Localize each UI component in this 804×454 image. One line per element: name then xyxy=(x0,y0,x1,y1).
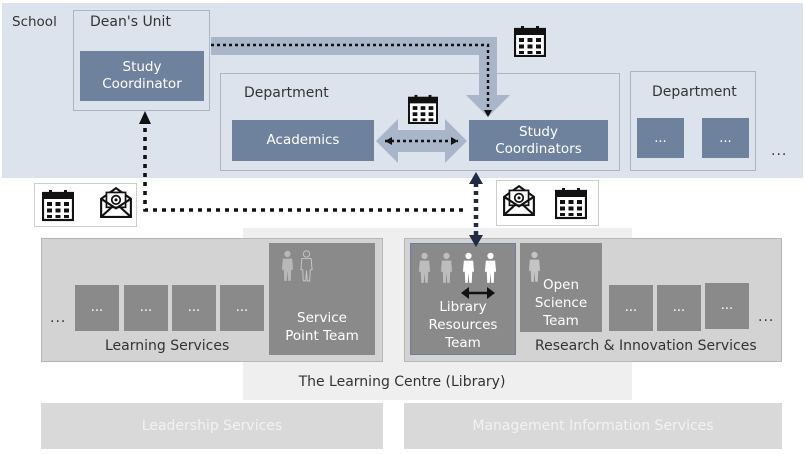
person-icon xyxy=(281,250,294,281)
wide-arrow-deans-to-coordinators xyxy=(211,37,510,117)
school-label: School xyxy=(12,14,57,30)
learning-services-box: ... xyxy=(124,285,168,331)
department-other xyxy=(630,71,756,171)
research-box: ... xyxy=(705,283,749,329)
email-icon xyxy=(503,185,535,216)
person-icon xyxy=(418,252,453,283)
person-icon xyxy=(462,252,497,283)
management-information-services-box: Management Information Services xyxy=(404,403,782,449)
study-coordinators-box: Study Coordinators xyxy=(469,120,608,161)
deans-unit-label: Dean's Unit xyxy=(90,14,171,30)
calendar-icon xyxy=(408,94,438,124)
leadership-services-box: Leadership Services xyxy=(41,403,383,449)
dotted-connector-deans xyxy=(211,43,490,113)
learning-services-more: ... xyxy=(50,310,67,326)
learning-services-box: ... xyxy=(172,285,216,331)
learning-services-label: Learning Services xyxy=(105,338,230,354)
research-more: ... xyxy=(758,309,775,325)
learning-centre-label: The Learning Centre (Library) xyxy=(298,374,506,390)
learning-services-box: ... xyxy=(220,285,264,331)
department-main xyxy=(220,73,620,171)
research-box: ... xyxy=(609,285,653,331)
dotted-connector-library-to-dean xyxy=(143,120,463,212)
calendar-icon xyxy=(555,186,587,220)
department-box: ... xyxy=(637,118,684,158)
department-box: ... xyxy=(702,118,749,158)
research-box: ... xyxy=(657,285,701,331)
academics-box: Academics xyxy=(232,120,374,161)
department-other-label: Department xyxy=(652,84,737,100)
email-icon xyxy=(100,187,132,218)
research-innovation-label: Research & Innovation Services xyxy=(535,338,757,354)
person-icon xyxy=(300,250,313,282)
deans-study-coordinator: Study Coordinator xyxy=(80,51,204,101)
calendar-icon xyxy=(42,188,74,222)
more-departments: ... xyxy=(771,143,788,159)
learning-services-box: ... xyxy=(75,285,119,331)
double-arrow-icon xyxy=(461,287,495,299)
calendar-icon xyxy=(514,25,546,57)
department-main-label: Department xyxy=(244,85,329,101)
person-icon xyxy=(528,251,541,282)
